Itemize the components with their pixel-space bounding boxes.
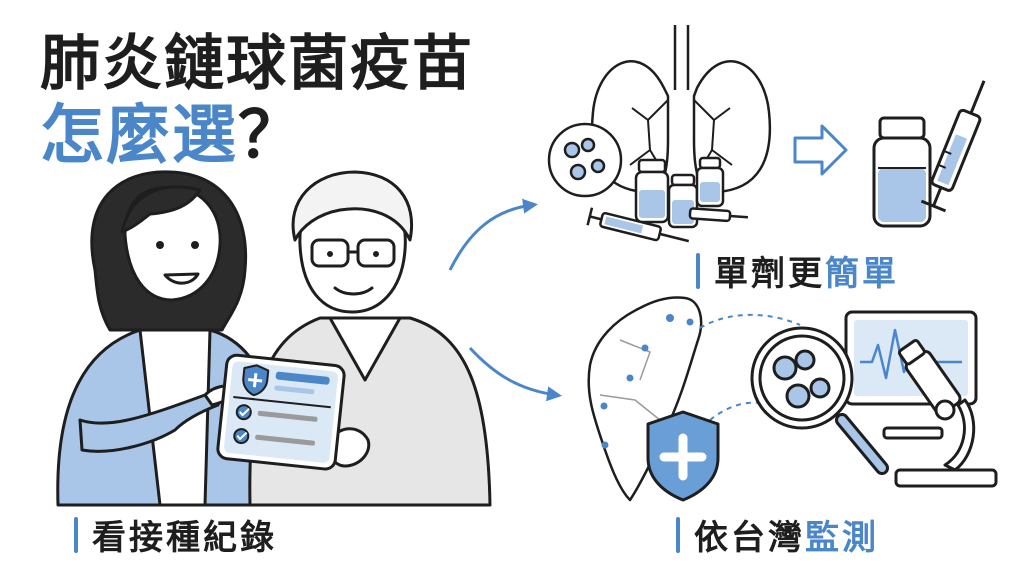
caption-single-dose: 單劑更簡單 <box>696 246 899 295</box>
right-arrow-icon <box>793 124 848 176</box>
microscope-icon <box>882 339 998 488</box>
vaccine-vial-large-icon <box>872 116 932 228</box>
woman-figure <box>56 170 274 507</box>
dashed-connector-top <box>699 313 801 329</box>
title-question: 怎麼選 <box>40 99 238 173</box>
title-line-2: 怎麼選？ <box>40 104 304 168</box>
bacteria-magnifier-icon <box>547 122 623 198</box>
arrow-down-curve <box>468 346 562 402</box>
caption-single-accent: 簡單 <box>825 254 899 294</box>
title-line-1: 肺炎鏈球菌疫苗 <box>40 29 474 99</box>
syringe-icon <box>920 80 986 213</box>
caption-single-plain: 單劑更 <box>714 254 825 294</box>
medical-shield-icon <box>646 410 720 502</box>
checklist-card-icon <box>216 353 346 471</box>
caption-monitor-accent: 監測 <box>805 518 879 558</box>
caption-monitor-plain: 依台灣 <box>694 518 805 558</box>
caption-records: 看接種紀錄 <box>74 510 277 559</box>
vaccine-vial-icon <box>634 156 725 229</box>
caption-records-text: 看接種紀錄 <box>92 518 277 558</box>
caption-bar <box>696 252 700 289</box>
taiwan-map-icon <box>587 296 703 502</box>
arrow-up-curve <box>448 198 538 271</box>
title-question-mark: ？ <box>238 99 304 173</box>
caption-bar <box>74 516 78 553</box>
caption-bar <box>676 516 680 553</box>
syringe-icon-small <box>586 207 749 243</box>
caption-monitoring: 依台灣監測 <box>676 510 879 559</box>
magnifier-bacteria-icon <box>750 326 889 475</box>
